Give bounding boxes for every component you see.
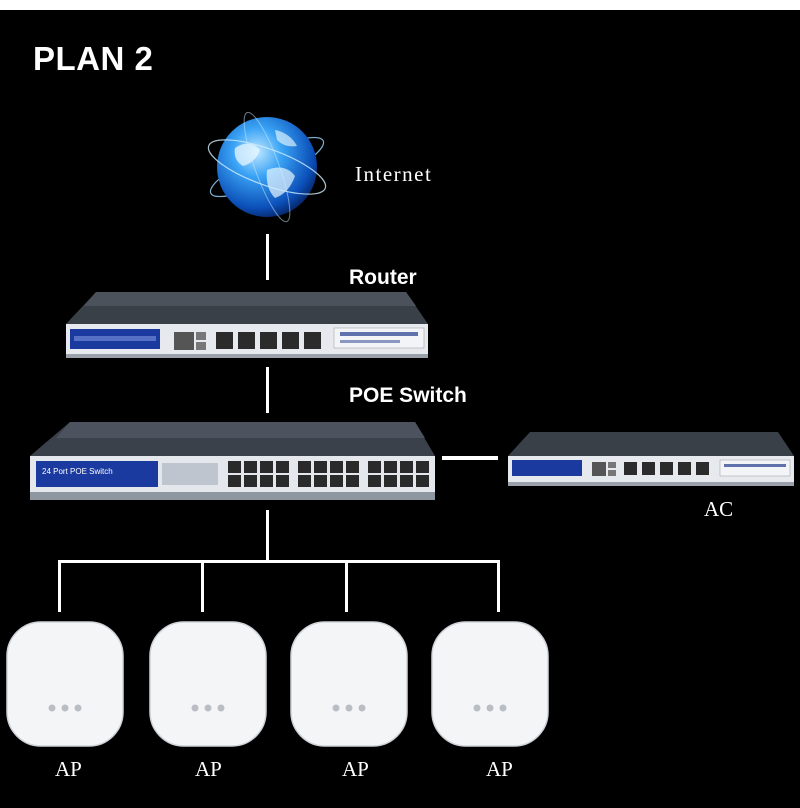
switch-port bbox=[260, 461, 273, 473]
switch-port bbox=[228, 461, 241, 473]
router-device bbox=[66, 292, 428, 358]
switch-port bbox=[346, 461, 359, 473]
switch-port bbox=[416, 475, 429, 487]
internet-label: Internet bbox=[355, 162, 433, 186]
switch-port bbox=[314, 475, 327, 487]
wire-ap-bus bbox=[58, 560, 500, 563]
access-point-4-icon bbox=[431, 621, 549, 747]
switch-port bbox=[314, 461, 327, 473]
ap-4-label: AP bbox=[486, 757, 513, 781]
switch-port bbox=[244, 475, 257, 487]
poe-switch-label: POE Switch bbox=[349, 384, 467, 407]
switch-port bbox=[330, 475, 343, 487]
wire-ap-3 bbox=[345, 560, 348, 612]
switch-port bbox=[276, 475, 289, 487]
wire-ap-4 bbox=[497, 560, 500, 612]
switch-port bbox=[400, 461, 413, 473]
switch-port bbox=[260, 475, 273, 487]
switch-front-label: 24 Port POE Switch bbox=[42, 467, 113, 476]
switch-port bbox=[416, 461, 429, 473]
switch-port bbox=[368, 475, 381, 487]
ac-controller-device bbox=[508, 432, 794, 486]
switch-port bbox=[228, 475, 241, 487]
switch-port bbox=[384, 461, 397, 473]
wire-switch-trunk bbox=[266, 510, 269, 562]
switch-port bbox=[330, 461, 343, 473]
switch-port bbox=[368, 461, 381, 473]
switch-port bbox=[384, 475, 397, 487]
access-point-3-icon bbox=[290, 621, 408, 747]
poe-switch-device: 24 Port POE Switch bbox=[30, 422, 435, 500]
switch-port bbox=[298, 475, 311, 487]
switch-port bbox=[298, 461, 311, 473]
access-point-1-icon bbox=[6, 621, 124, 747]
switch-port bbox=[346, 475, 359, 487]
ap-1-label: AP bbox=[55, 757, 82, 781]
wire-ap-2 bbox=[201, 560, 204, 612]
ap-3-label: AP bbox=[342, 757, 369, 781]
wire-ap-1 bbox=[58, 560, 61, 612]
top-border bbox=[0, 0, 800, 10]
switch-port bbox=[244, 461, 257, 473]
switch-port bbox=[400, 475, 413, 487]
ap-2-label: AP bbox=[195, 757, 222, 781]
page-title: PLAN 2 bbox=[33, 40, 154, 77]
wire-internet-router bbox=[266, 234, 269, 280]
wire-router-switch bbox=[266, 367, 269, 413]
access-point-2-icon bbox=[149, 621, 267, 747]
switch-port bbox=[276, 461, 289, 473]
router-label: Router bbox=[349, 266, 417, 289]
ac-label: AC bbox=[704, 497, 734, 521]
wire-switch-ac bbox=[442, 456, 498, 460]
internet-globe-icon bbox=[207, 111, 327, 223]
